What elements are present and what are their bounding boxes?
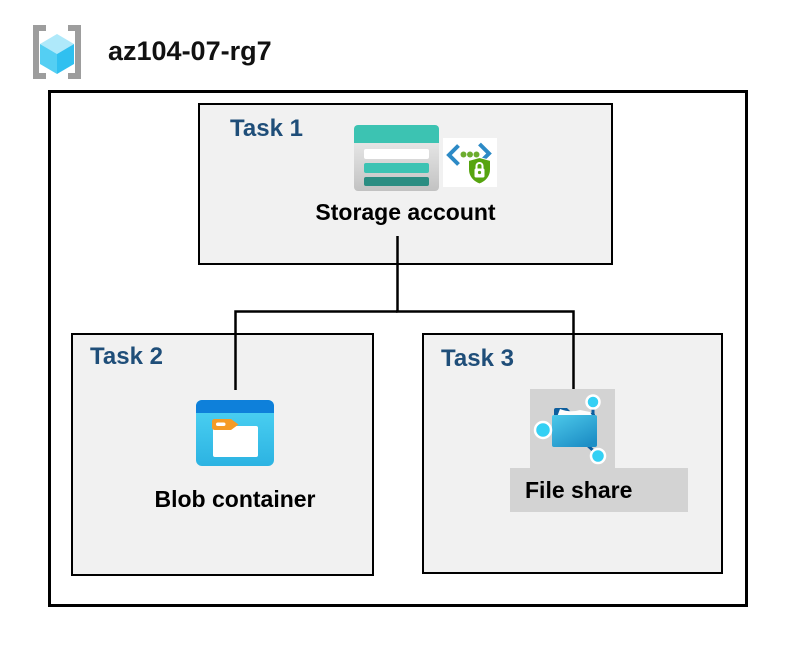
file-share-icon-background <box>530 389 615 468</box>
file-share-label-background <box>510 468 688 512</box>
task-2-label: Task 2 <box>90 343 163 370</box>
storage-account-icon <box>354 125 439 191</box>
task-1-label: Task 1 <box>230 115 303 142</box>
file-share-icon <box>533 394 607 465</box>
resource-group-boundary <box>48 90 748 607</box>
resource-group-name: az104-07-rg7 <box>108 36 272 66</box>
sas-lock-icon <box>443 138 497 187</box>
storage-account-label: Storage account <box>315 199 496 225</box>
file-share-label: File share <box>525 477 633 503</box>
blob-container-icon <box>196 400 274 466</box>
resource-group-icon <box>33 25 81 79</box>
blob-container-label: Blob container <box>154 486 316 512</box>
task-3-label: Task 3 <box>441 345 514 372</box>
